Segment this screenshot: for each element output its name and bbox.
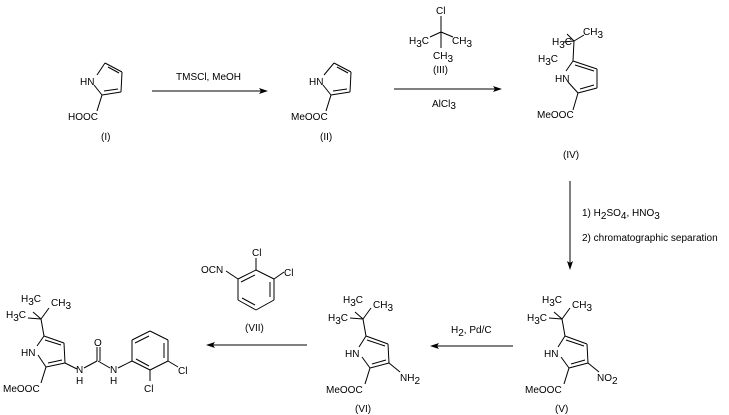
- nitro-label: NO2: [597, 373, 618, 387]
- compound-IV-left-methyl: H3C: [538, 54, 558, 68]
- amine-label: NH2: [400, 373, 420, 387]
- methyl-left: H3C: [409, 36, 429, 50]
- carbonyl-oxygen: O: [94, 338, 102, 349]
- chlorine-label: Cl: [144, 384, 153, 395]
- nh-label: HN: [345, 349, 359, 360]
- compound-VI: H3C CH3 H3C HN NH2 MeOOC (VI): [326, 295, 420, 415]
- reaction-arrow-4: H2, Pd/C: [430, 325, 513, 349]
- separation-step-label: 2) chromatographic separation: [582, 233, 718, 244]
- chlorine-label: Cl: [178, 366, 187, 377]
- compound-VII: OCN Cl Cl (VII): [201, 248, 293, 334]
- urea-nh-2-n: N: [110, 365, 117, 376]
- methyl-top: H3C: [542, 295, 562, 309]
- compound-label: (IV): [563, 150, 579, 161]
- methyl-top: H3C: [21, 294, 41, 308]
- nh-label: HN: [21, 348, 35, 359]
- urea-nh-2-h: H: [110, 376, 117, 387]
- urea-nh-1-n: N: [76, 365, 83, 376]
- nh-label: HN: [555, 74, 569, 85]
- urea-nh-1-h: H: [76, 376, 83, 387]
- compound-I: HN HOOC (I): [68, 62, 123, 143]
- compound-V: H3C CH3 H3C HN NO2 MeOOC (V): [525, 295, 618, 415]
- ester-label: MeOOC: [326, 385, 363, 396]
- compound-label: (V): [555, 404, 568, 415]
- chlorine-label: Cl: [436, 6, 445, 17]
- nh-label: HN: [544, 349, 558, 360]
- nitration-step-label: 1) H2SO4, HNO3: [582, 208, 660, 222]
- methyl-right: CH3: [572, 300, 592, 314]
- methyl-right: CH3: [452, 36, 472, 50]
- reaction-arrow-2: AlCl3: [394, 86, 502, 112]
- compound-label: (VI): [355, 404, 371, 415]
- methyl-right: CH3: [373, 300, 393, 314]
- final-product: H3C CH3 H3C HN MeOOC N H O N H: [3, 294, 187, 395]
- methyl-bottom: CH3: [433, 51, 453, 65]
- carboxylic-acid-label: HOOC: [68, 112, 98, 123]
- reagent-label: TMSCl, MeOH: [176, 72, 241, 83]
- ester-label: MeOOC: [3, 384, 40, 395]
- reaction-arrow-1: TMSCl, MeOH: [152, 72, 268, 94]
- compound-label: (VII): [245, 323, 264, 334]
- compound-label: (II): [320, 132, 332, 143]
- reaction-arrow-3: 1) H2SO4, HNO3 2) chromatographic separa…: [567, 181, 718, 270]
- compound-III: Cl H3C CH3 CH3 (III): [409, 6, 472, 76]
- methyl-left: H3C: [6, 310, 26, 324]
- nh-label: HN: [309, 77, 323, 88]
- ester-label: MeOOC: [537, 110, 574, 121]
- methyl-right: CH3: [583, 27, 603, 41]
- methyl-left: H3C: [328, 313, 348, 327]
- catalyst-label: AlCl3: [432, 99, 456, 112]
- chlorine-label: Cl: [252, 248, 261, 259]
- compound-IV: H3C CH3 HN MeOOC (IV): [537, 27, 603, 161]
- ester-label: MeOOC: [525, 385, 562, 396]
- compound-label: (I): [101, 132, 110, 143]
- methyl-top: H3C: [552, 37, 572, 51]
- methyl-left: H3C: [538, 54, 558, 68]
- reaction-arrow-5: [206, 342, 307, 348]
- compound-label: (III): [433, 65, 448, 76]
- methyl-left: H3C: [527, 313, 547, 327]
- compound-II: HN MeOOC (II): [291, 62, 352, 143]
- ester-label: MeOOC: [291, 112, 328, 123]
- methyl-right: CH3: [51, 298, 71, 312]
- methyl-top: H3C: [343, 295, 363, 309]
- isocyanate-label: OCN: [201, 265, 223, 276]
- hydrogenation-label: H2, Pd/C: [451, 325, 492, 339]
- nh-label: HN: [80, 77, 94, 88]
- chlorine-label: Cl: [284, 268, 293, 279]
